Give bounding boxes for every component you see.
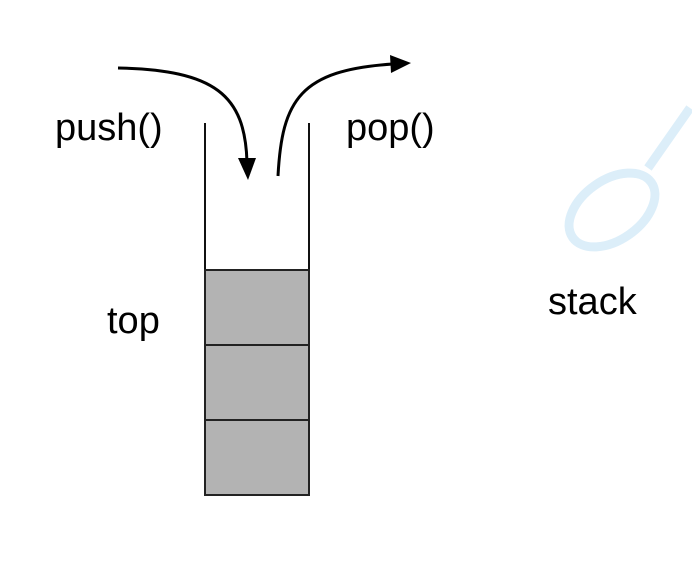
push-arrow bbox=[117, 66, 256, 180]
stack-slot bbox=[204, 344, 310, 421]
stack-slot bbox=[204, 419, 310, 496]
top-label: top bbox=[107, 300, 160, 342]
stack-slots bbox=[204, 269, 310, 496]
pop-arrow bbox=[276, 55, 411, 177]
stack-slot bbox=[204, 269, 310, 346]
watermark-logo bbox=[564, 105, 692, 252]
push-label: push() bbox=[55, 107, 163, 149]
pop-label: pop() bbox=[346, 107, 435, 149]
stack-label: stack bbox=[548, 281, 638, 323]
